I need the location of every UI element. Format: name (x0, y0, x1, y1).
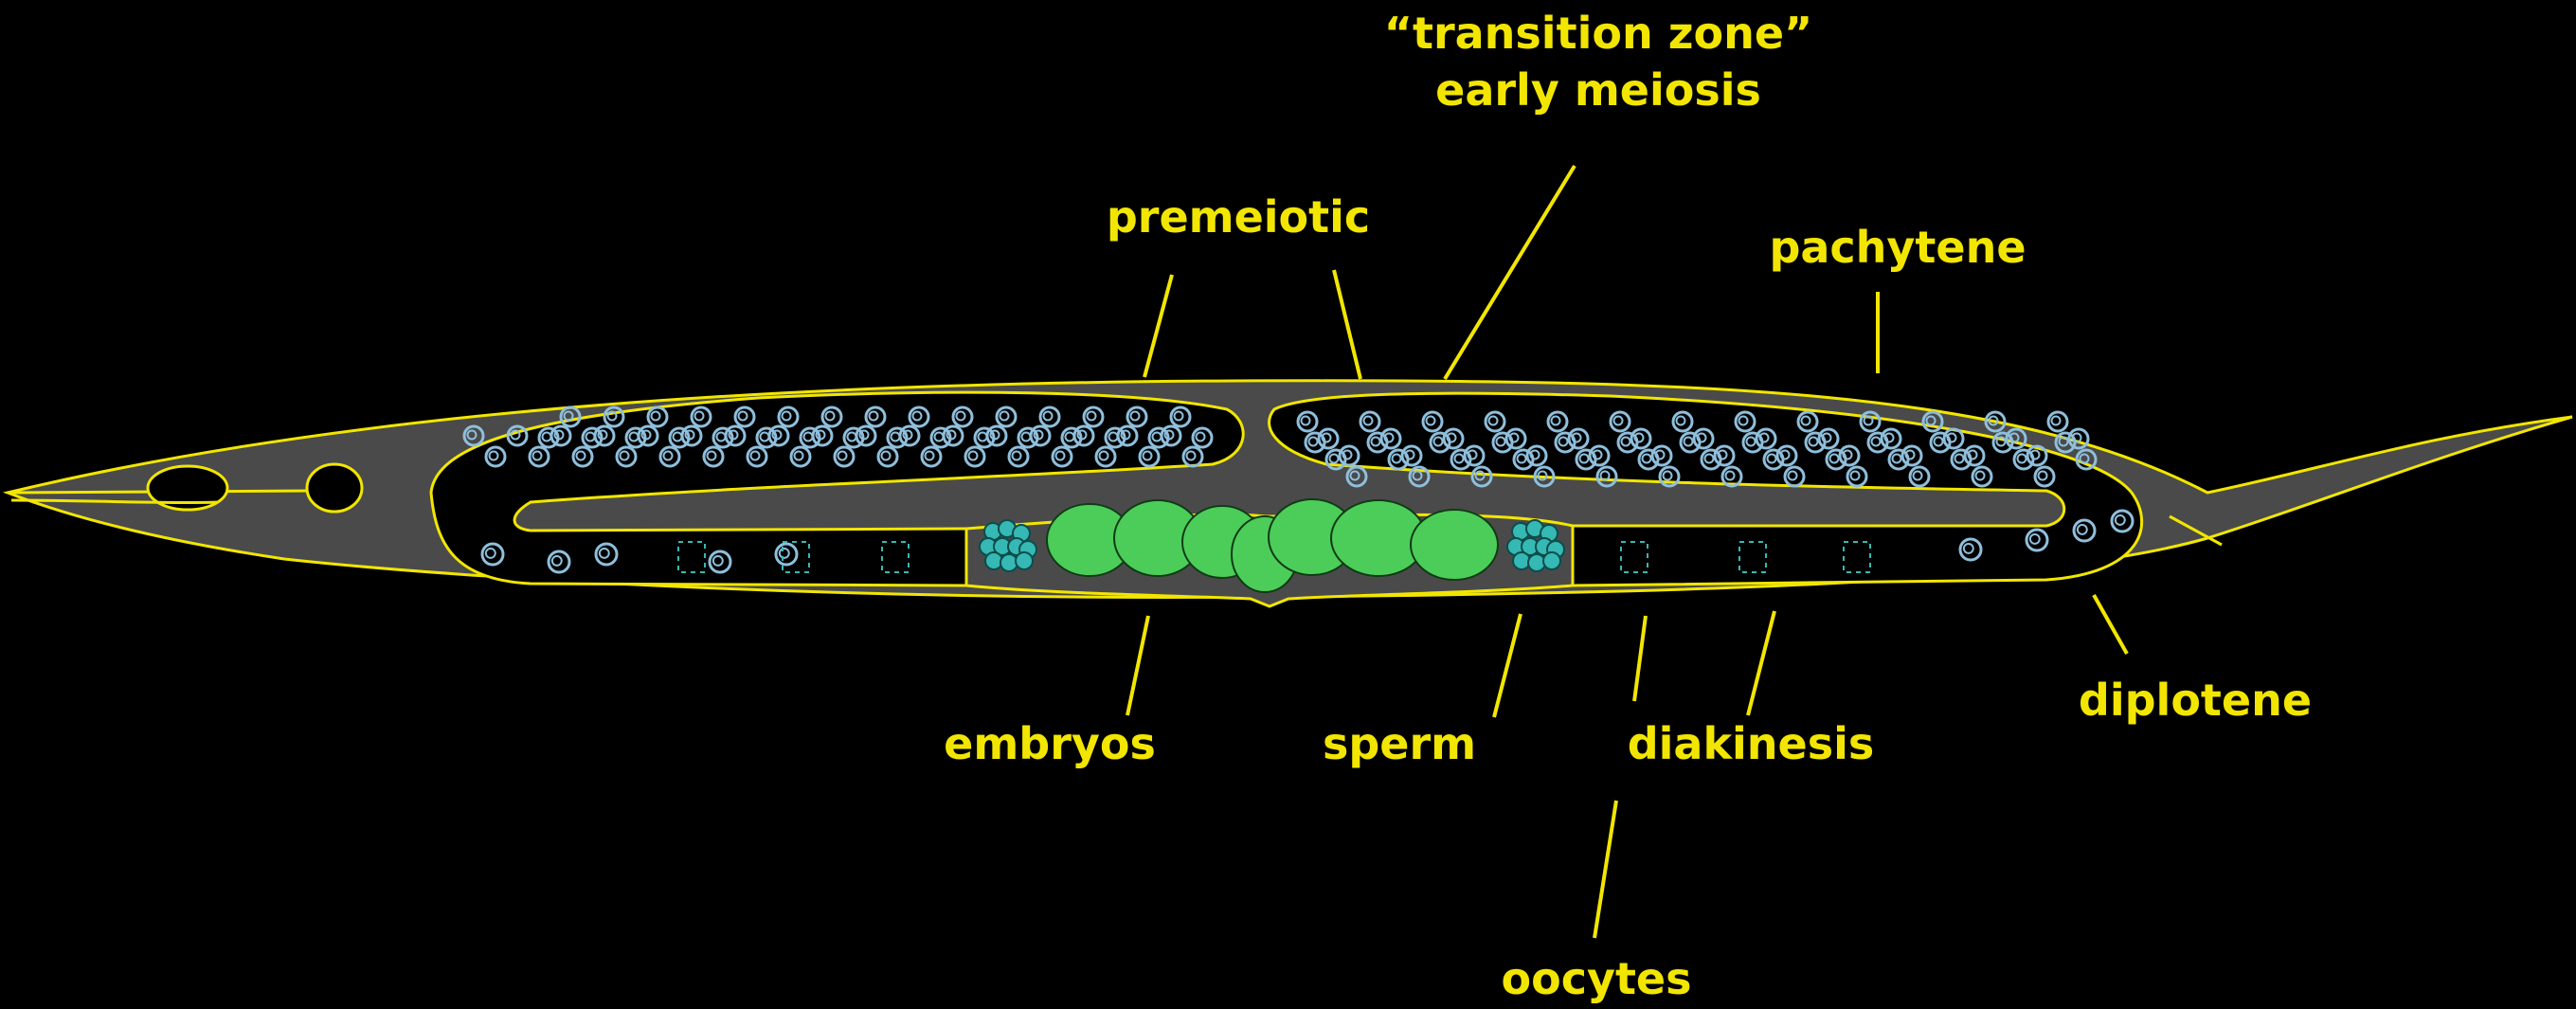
label-oocytes: oocytes (1501, 957, 1691, 1000)
sperm-cell (1543, 552, 1560, 569)
label-early-meiosis: early meiosis (1435, 68, 1761, 112)
leader-line (2094, 595, 2127, 654)
leader-line (1634, 616, 1646, 701)
leader-line (1748, 611, 1774, 715)
label-sperm: sperm (1323, 722, 1476, 766)
sperm-cell (1016, 552, 1033, 569)
pharynx-bulb-terminal (307, 464, 362, 512)
label-pachytene: pachytene (1769, 225, 2026, 269)
leader-line (1144, 275, 1172, 377)
leader-line (1494, 614, 1521, 717)
leader-line (1334, 270, 1360, 379)
embryo (1411, 510, 1498, 580)
label-premeiotic: premeiotic (1107, 195, 1370, 239)
nucleus-chromatin (2052, 417, 2061, 425)
leader-line (1127, 616, 1148, 715)
leader-line (1445, 166, 1575, 379)
leader-line (1594, 801, 1616, 938)
label-transition-zone: “transition zone” (1384, 11, 1813, 55)
label-embryos: embryos (944, 722, 1156, 766)
label-diakinesis: diakinesis (1628, 722, 1875, 766)
label-diplotene: diplotene (2079, 678, 2312, 722)
